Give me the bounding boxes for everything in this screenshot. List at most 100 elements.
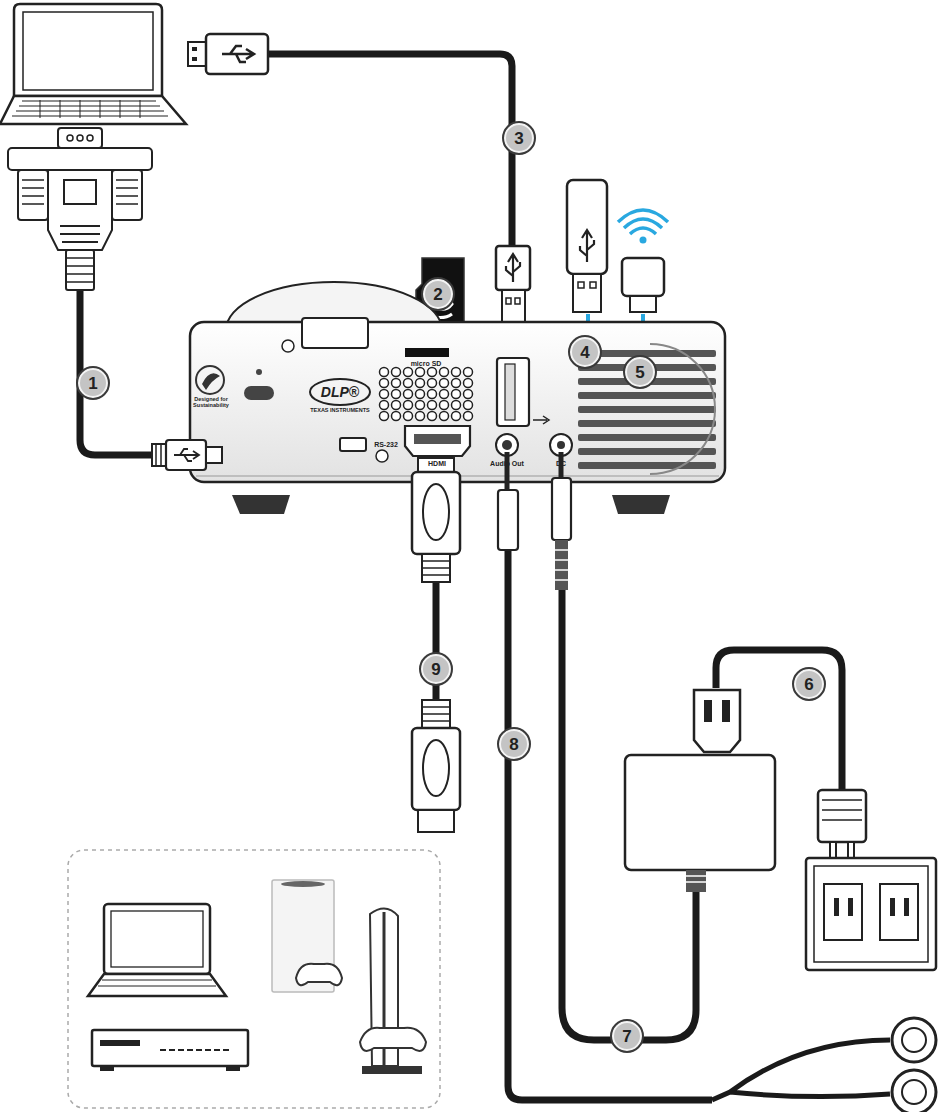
projector — [404, 390, 413, 399]
callout-number: 7 — [610, 1019, 644, 1053]
projector — [380, 368, 389, 377]
audio-cable — [498, 490, 518, 550]
usb-cable — [188, 34, 530, 324]
vga-cable — [8, 148, 152, 170]
projector — [428, 379, 437, 388]
projector — [392, 390, 401, 399]
callout-text: 5 — [635, 364, 644, 381]
source-devices — [226, 1066, 240, 1071]
vga-cable — [206, 447, 222, 463]
audio-cable — [505, 452, 510, 492]
hdmi-cable — [418, 810, 454, 832]
power-cord — [834, 898, 839, 916]
projector — [380, 412, 389, 421]
projector — [440, 390, 449, 399]
callout-number: 2 — [421, 277, 455, 311]
projector — [505, 364, 515, 420]
usb-flash-drive — [580, 230, 594, 262]
source-devices — [360, 1028, 426, 1051]
source-devices — [111, 911, 203, 967]
audio-cable — [902, 1080, 926, 1104]
power-cord — [822, 800, 862, 820]
projector — [464, 379, 473, 388]
projector — [416, 379, 425, 388]
projector — [392, 401, 401, 410]
source-devices — [281, 881, 325, 887]
hdmi-cable — [422, 700, 450, 728]
source-devices — [88, 974, 226, 996]
audio-cable — [892, 1018, 936, 1062]
projector — [452, 401, 461, 410]
projector — [452, 368, 461, 377]
projector — [428, 368, 437, 377]
power-adapter — [555, 540, 568, 590]
wifi-dongle — [630, 296, 656, 312]
projector — [202, 373, 220, 390]
projector — [392, 379, 401, 388]
projector — [416, 368, 425, 377]
projector — [578, 434, 716, 441]
projector — [282, 340, 294, 352]
hdmi-cable — [422, 554, 450, 582]
vga-cable — [66, 258, 94, 282]
callout-number: 9 — [419, 652, 453, 686]
projector — [404, 401, 413, 410]
source-devices — [68, 850, 440, 1108]
projector — [578, 350, 716, 469]
usb-flash-drive — [567, 180, 607, 312]
projector — [190, 322, 725, 482]
hdmi-cable — [412, 458, 460, 832]
wifi-dongle — [618, 210, 668, 312]
projector — [440, 379, 449, 388]
vga-cable — [152, 444, 166, 466]
usb-flash-drive — [573, 274, 601, 312]
usb-cable — [515, 298, 520, 304]
callout-number: 4 — [568, 335, 602, 369]
projector — [440, 412, 449, 421]
projector — [502, 440, 512, 450]
callout-number: 6 — [792, 667, 826, 701]
laptop — [12, 101, 168, 116]
audio-cable — [712, 1040, 890, 1100]
hdmi-cable — [422, 707, 450, 721]
projector — [380, 379, 389, 388]
vga-cable — [174, 449, 199, 461]
vga-cable — [18, 170, 48, 220]
projector — [302, 318, 368, 348]
power-cord — [806, 858, 936, 970]
hdmi-cable — [423, 740, 449, 796]
power-cord — [824, 884, 862, 940]
callout-text: 1 — [88, 375, 97, 392]
power-cord — [880, 884, 918, 940]
callout-number: 3 — [502, 121, 536, 155]
wifi-dongle — [622, 258, 664, 296]
port-label: HDMI — [417, 460, 457, 467]
port-label: micro SD — [401, 360, 451, 367]
projector — [428, 412, 437, 421]
projector — [244, 386, 274, 400]
source-devices — [100, 1040, 140, 1046]
audio-cable — [498, 452, 936, 1112]
projector — [578, 462, 716, 469]
usb-cable — [506, 254, 520, 282]
vga-cable — [156, 444, 161, 466]
vga-cable — [166, 440, 206, 470]
port-label: RS-232 — [369, 441, 403, 448]
projector — [416, 412, 425, 421]
projector — [452, 390, 461, 399]
projector — [404, 412, 413, 421]
laptop — [14, 4, 162, 96]
projector — [578, 406, 716, 413]
power-cord — [848, 898, 853, 916]
projector — [650, 344, 715, 474]
projector — [452, 379, 461, 388]
usb-cable — [496, 246, 530, 290]
source-devices — [92, 1030, 248, 1066]
vga-cable — [66, 250, 94, 290]
power-cord — [694, 650, 936, 970]
usb-flash-drive — [567, 180, 607, 274]
source-devices — [98, 980, 216, 986]
projector — [416, 390, 425, 399]
projector — [464, 368, 473, 377]
